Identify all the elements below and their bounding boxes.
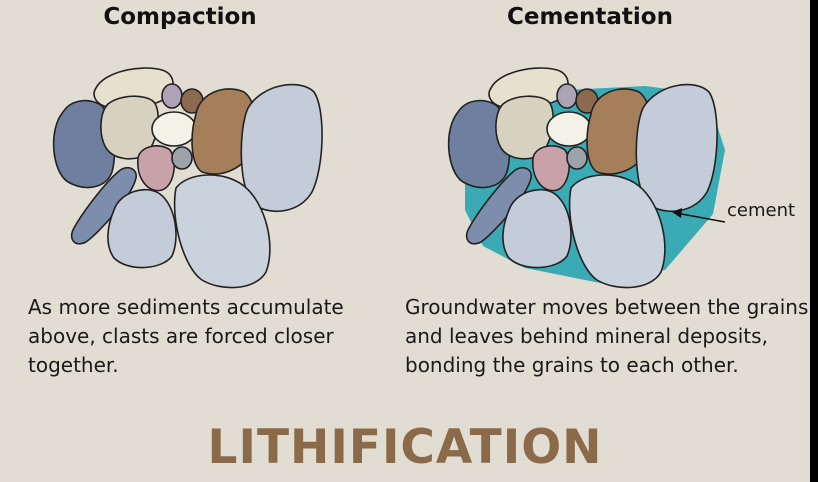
cement-pointer — [675, 212, 726, 223]
lithification-title: LITHIFICATION — [207, 420, 603, 475]
cementation-title: Cementation — [507, 4, 673, 30]
grain-illustrations — [52, 67, 726, 289]
cement-callout-label: cement — [727, 200, 796, 221]
cement-pointer-arrowhead — [672, 208, 682, 218]
compaction-title: Compaction — [103, 4, 257, 30]
compaction-illustration — [52, 67, 323, 289]
compaction-caption: As more sediments accumulate above, clas… — [28, 295, 344, 377]
cementation-caption: Groundwater moves between the grains and… — [405, 295, 809, 377]
cementation-illustration — [447, 67, 725, 289]
